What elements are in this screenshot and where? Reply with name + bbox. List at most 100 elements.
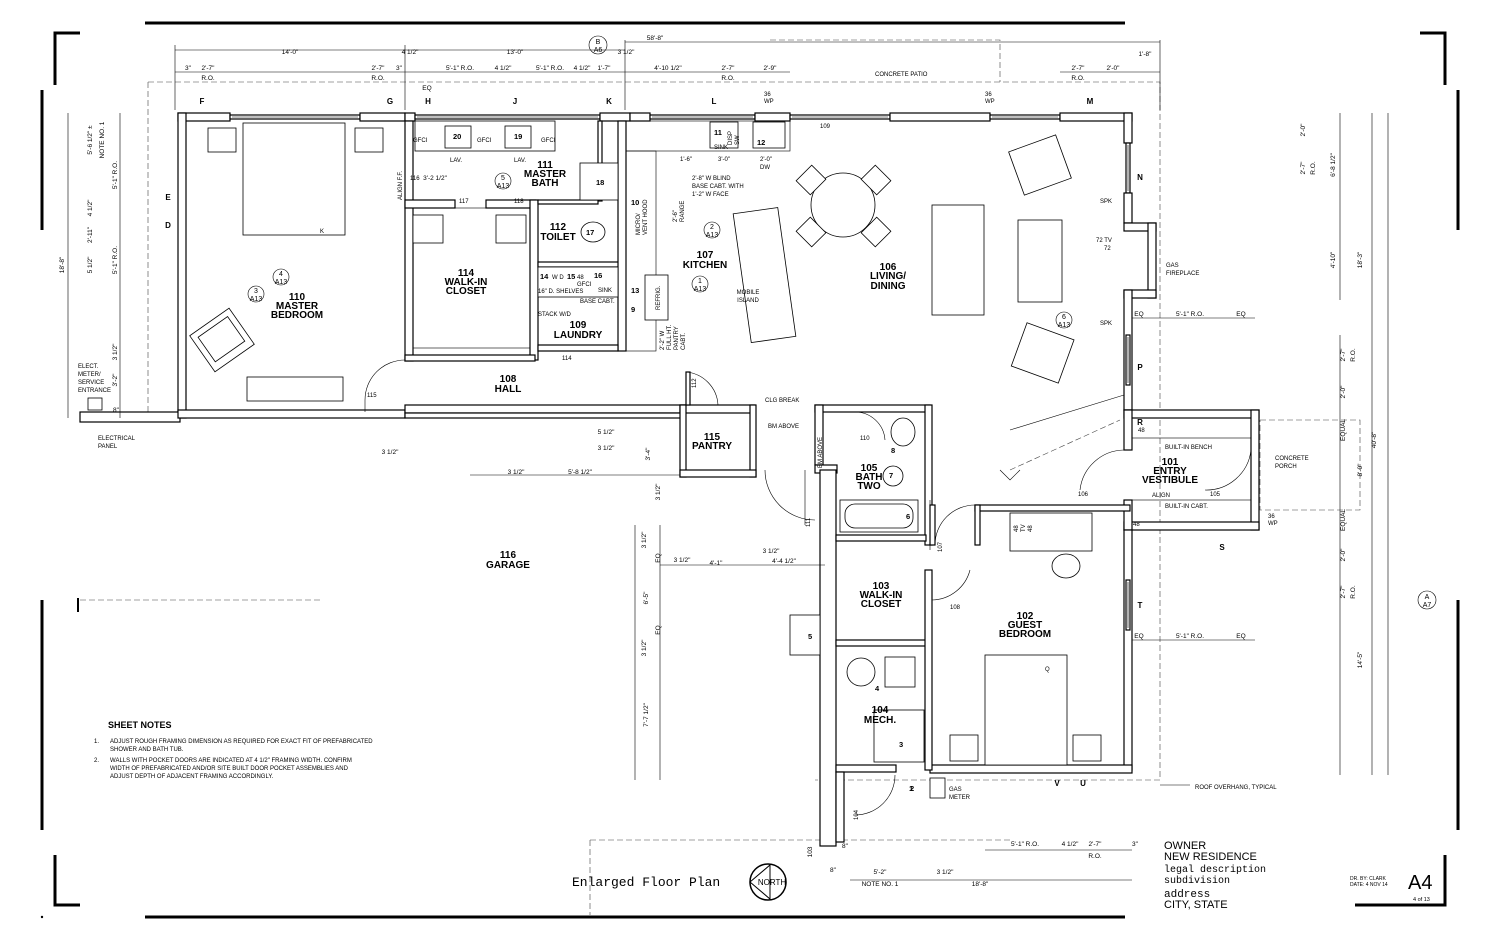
interior-dimensions: 3'-2 1/2" 5 1/2" 3 1/2" 3 1/2" 3 1/2" 5'… — [382, 175, 1246, 727]
svg-text:48: 48 — [1028, 525, 1034, 532]
svg-text:109: 109 — [820, 124, 831, 130]
svg-text:V: V — [1054, 779, 1060, 788]
svg-text:5'-1" R.O.: 5'-1" R.O. — [1176, 311, 1204, 318]
svg-text:SPK: SPK — [1100, 199, 1112, 205]
svg-text:2'-7": 2'-7" — [1340, 348, 1347, 362]
svg-text:subdivision: subdivision — [1164, 875, 1230, 887]
svg-text:GFCI: GFCI — [477, 138, 492, 144]
svg-text:VENT HOOD: VENT HOOD — [643, 199, 649, 235]
svg-text:108: 108 — [950, 605, 961, 611]
svg-text:METER: METER — [949, 795, 971, 801]
svg-text:BATH: BATH — [531, 178, 558, 189]
svg-text:SINK: SINK — [714, 145, 728, 151]
svg-text:4 1/2": 4 1/2" — [87, 199, 94, 216]
svg-text:B: B — [596, 39, 601, 46]
svg-text:16" D. SHELVES: 16" D. SHELVES — [538, 289, 583, 295]
svg-text:18'-3": 18'-3" — [1357, 251, 1364, 268]
svg-text:SHOWER AND BATH TUB.: SHOWER AND BATH TUB. — [110, 747, 184, 753]
furniture — [87, 120, 1252, 799]
svg-text:3 1/2": 3 1/2" — [763, 548, 780, 555]
svg-text:15: 15 — [567, 272, 575, 281]
svg-text:R.O.: R.O. — [1310, 161, 1317, 175]
svg-text:ISLAND: ISLAND — [737, 298, 759, 304]
svg-text:WIDTH OF PREFABRICATED AND/OR: WIDTH OF PREFABRICATED AND/OR SITE BUILT… — [110, 766, 349, 772]
svg-text:STACK W/D: STACK W/D — [538, 312, 572, 318]
svg-text:2.: 2. — [94, 758, 99, 764]
sheet-notes: SHEET NOTES 1. ADJUST ROUGH FRAMING DIME… — [94, 720, 373, 780]
svg-text:3'-0": 3'-0" — [718, 157, 730, 163]
svg-text:R.O.: R.O. — [371, 75, 385, 82]
svg-text:104: 104 — [872, 705, 889, 716]
svg-text:5'-1" R.O.: 5'-1" R.O. — [112, 246, 119, 274]
svg-text:2'-0": 2'-0" — [1340, 548, 1347, 562]
svg-text:3 1/2": 3 1/2" — [112, 343, 119, 360]
svg-text:2'-2" W: 2'-2" W — [660, 330, 666, 350]
svg-text:48: 48 — [1014, 525, 1020, 532]
svg-text:HALL: HALL — [495, 384, 522, 395]
svg-text:T: T — [1138, 601, 1143, 610]
svg-text:N: N — [1137, 173, 1143, 182]
svg-text:2'-7": 2'-7" — [1089, 841, 1103, 848]
svg-text:14: 14 — [540, 272, 549, 281]
svg-text:6: 6 — [906, 512, 910, 521]
svg-text:8": 8" — [842, 843, 849, 850]
svg-text:CITY, STATE: CITY, STATE — [1164, 899, 1228, 911]
svg-text:CLG BREAK: CLG BREAK — [765, 398, 799, 404]
svg-text:7: 7 — [889, 471, 893, 480]
svg-text:R.O.: R.O. — [1071, 75, 1085, 82]
svg-text:48: 48 — [1133, 522, 1140, 528]
svg-text:EQ: EQ — [655, 625, 662, 634]
svg-text:EQ: EQ — [422, 85, 431, 92]
svg-text:107: 107 — [938, 541, 944, 552]
svg-text:LAUNDRY: LAUNDRY — [554, 330, 603, 341]
svg-text:ADJUST DEPTH OF ADJACENT FRAMI: ADJUST DEPTH OF ADJACENT FRAMING ACCORDI… — [110, 774, 274, 780]
svg-text:6'-8 1/2": 6'-8 1/2" — [1330, 152, 1337, 176]
svg-text:R: R — [1137, 418, 1143, 427]
svg-text:13'-0": 13'-0" — [507, 49, 524, 56]
svg-text:4'-10 1/2": 4'-10 1/2" — [654, 65, 682, 72]
svg-text:PANTRY: PANTRY — [674, 326, 680, 350]
grid-marks: F G H J K L M E D N P R S T V U — [165, 97, 1225, 788]
svg-text:8'-0": 8'-0" — [1357, 463, 1364, 477]
svg-text:101: 101 — [1162, 457, 1179, 468]
svg-text:L: L — [712, 97, 717, 106]
svg-text:4'-4 1/2": 4'-4 1/2" — [772, 558, 796, 565]
svg-text:3 1/2": 3 1/2" — [382, 449, 399, 456]
svg-text:F: F — [200, 97, 205, 106]
svg-text:9: 9 — [631, 305, 635, 314]
svg-text:DR. BY: CLARK: DR. BY: CLARK — [1350, 876, 1387, 882]
svg-text:109: 109 — [570, 320, 587, 331]
sheet-border — [40, 21, 1460, 919]
svg-text:A13: A13 — [694, 286, 707, 293]
svg-text:1.: 1. — [94, 739, 99, 745]
svg-text:FULL HT.: FULL HT. — [667, 325, 673, 350]
svg-text:3: 3 — [899, 740, 903, 749]
svg-text:DW: DW — [760, 165, 770, 171]
svg-text:2: 2 — [910, 784, 914, 793]
svg-text:2'-0": 2'-0" — [1300, 123, 1307, 137]
svg-text:11: 11 — [714, 128, 722, 137]
svg-text:5'-1" R.O.: 5'-1" R.O. — [536, 65, 564, 72]
section-marker: AA7 — [1417, 590, 1437, 610]
svg-text:A13: A13 — [250, 296, 263, 303]
svg-text:3'-4": 3'-4" — [645, 447, 652, 461]
svg-text:PANEL: PANEL — [98, 444, 118, 450]
svg-text:107: 107 — [697, 250, 714, 261]
svg-text:REFRIG.: REFRIG. — [656, 285, 662, 310]
svg-text:GFCI: GFCI — [577, 282, 592, 288]
svg-text:R.O.: R.O. — [1088, 853, 1102, 860]
door-swings — [364, 359, 1252, 816]
svg-text:4 1/2": 4 1/2" — [495, 65, 512, 72]
svg-text:VESTIBULE: VESTIBULE — [1142, 475, 1198, 486]
svg-text:D: D — [165, 221, 171, 230]
svg-text:2'-11": 2'-11" — [87, 226, 94, 243]
svg-text:72 TV: 72 TV — [1096, 238, 1112, 244]
svg-text:1'-6": 1'-6" — [680, 157, 692, 163]
svg-text:NORTH: NORTH — [758, 878, 787, 887]
